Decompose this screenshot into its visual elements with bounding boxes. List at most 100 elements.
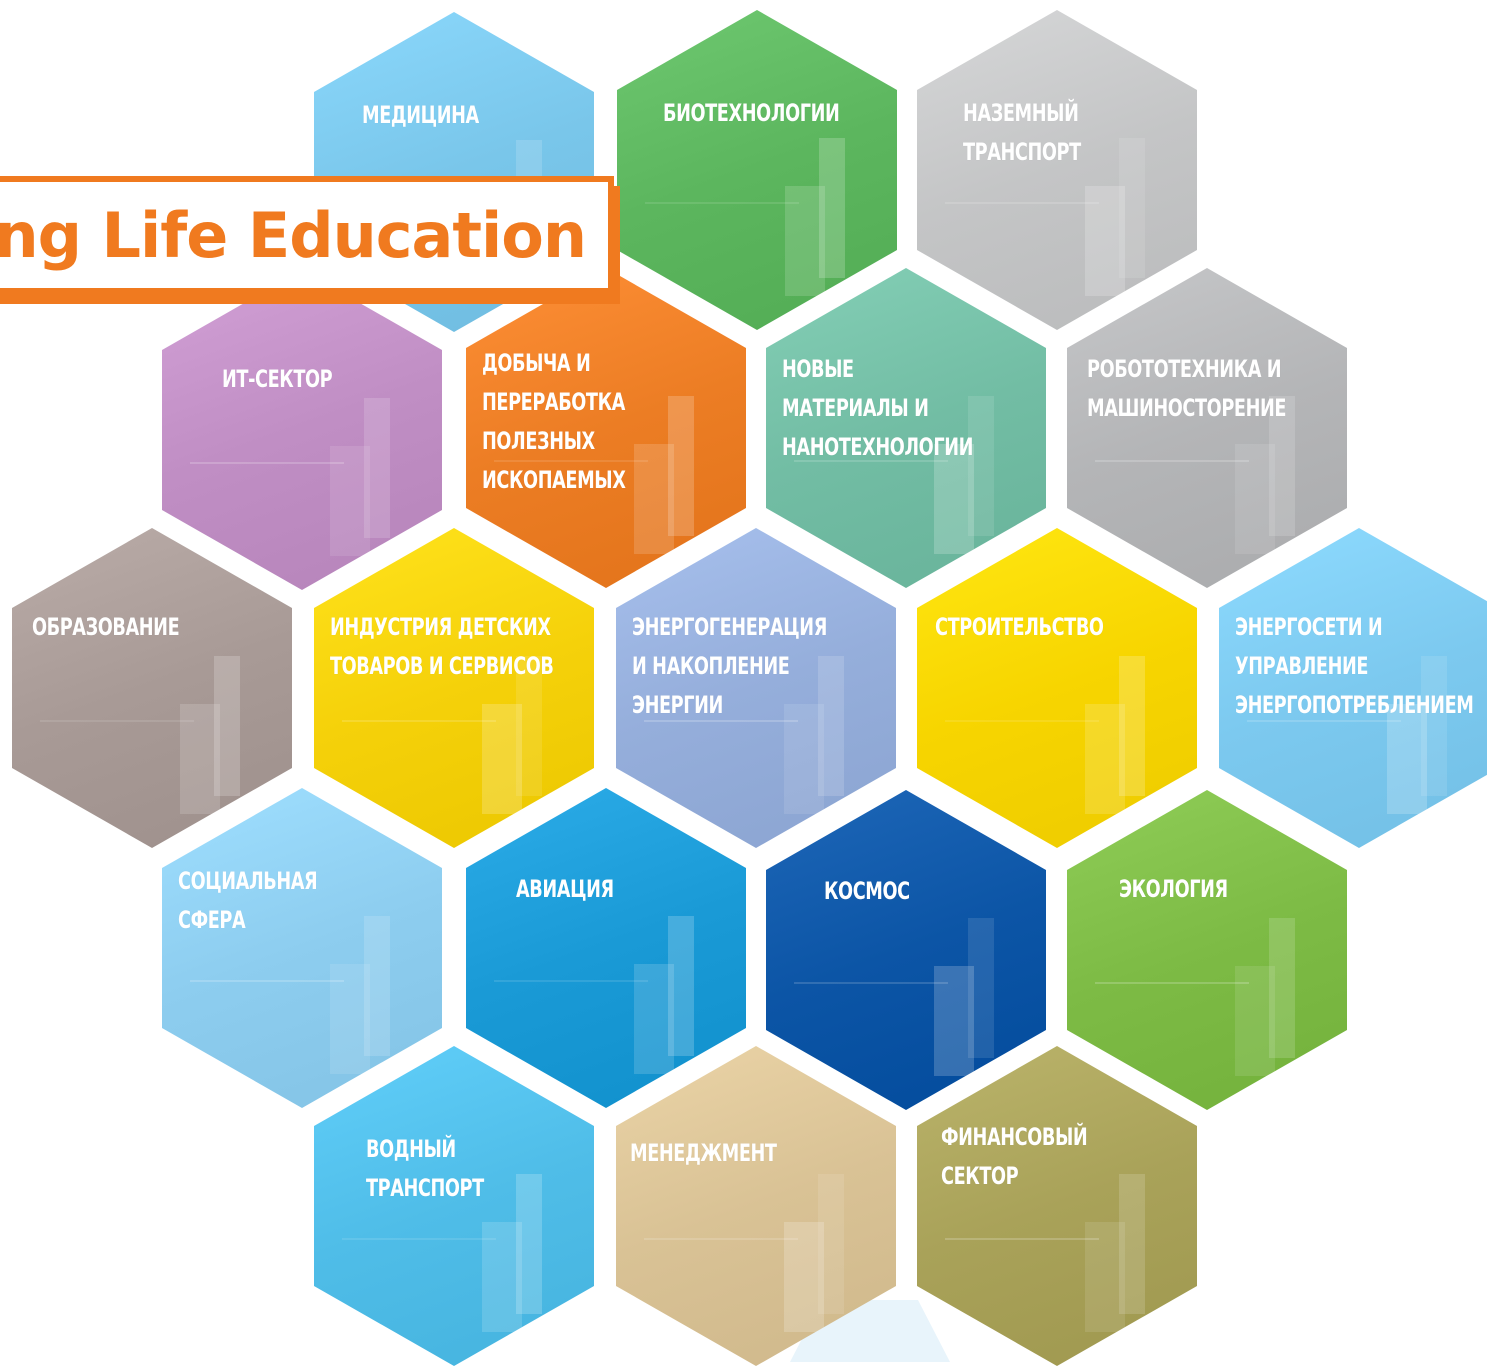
hex-decoration: [190, 462, 344, 464]
hex-label: ИТ-СЕКТОР: [222, 360, 396, 399]
hex-label: ВОДНЫЙ ТРАНСПОРТ: [366, 1130, 546, 1208]
hex-decoration: [1387, 704, 1427, 814]
hex-decoration: [945, 720, 1099, 722]
hex-decoration: [515, 1174, 542, 1314]
hex-decoration: [1118, 1174, 1145, 1314]
hex-decoration: [363, 916, 390, 1056]
hex-decoration: [1268, 918, 1295, 1058]
hex-biotech: БИОТЕХНОЛОГИИ: [617, 10, 897, 330]
hex-label: СОЦИАЛЬНАЯ СФЕРА: [178, 862, 388, 940]
hex-label-line: СЕКТОР: [941, 1162, 1019, 1190]
hex-label: ОБРАЗОВАНИЕ: [32, 608, 239, 647]
hex-label-line: РОБОТОТЕХНИКА И: [1087, 355, 1282, 383]
title-banner: ong Life Education: [0, 176, 614, 294]
hex-label-line: ФИНАНСОВЫЙ: [941, 1123, 1088, 1151]
hex-decoration: [785, 186, 825, 296]
hex-label: КОСМОС: [824, 872, 999, 911]
hex-decoration: [1235, 444, 1275, 554]
hex-decoration: [634, 444, 674, 554]
hex-label: БИОТЕХНОЛОГИИ: [663, 94, 848, 133]
hex-decoration: [1235, 966, 1275, 1076]
hex-management: МЕНЕДЖМЕНТ: [616, 1046, 896, 1366]
hex-decoration: [1095, 460, 1249, 462]
hex-label-line: ИСКОПАЕМЫХ: [482, 466, 626, 494]
hex-label-line: НАНОТЕХНОЛОГИИ: [782, 433, 974, 461]
hex-decoration: [667, 916, 694, 1056]
hex-aviation: АВИАЦИЯ: [466, 788, 746, 1108]
hex-decoration: [1247, 720, 1401, 722]
hex-label-line: МЕДИЦИНА: [362, 101, 479, 129]
banner-title: ong Life Education: [0, 199, 587, 272]
hex-decoration: [1085, 704, 1125, 814]
hex-label: АВИАЦИЯ: [516, 870, 698, 909]
hex-label-line: СФЕРА: [178, 906, 246, 934]
hex-label-line: МЕНЕДЖМЕНТ: [630, 1139, 777, 1167]
hex-education: ОБРАЗОВАНИЕ: [12, 528, 292, 848]
hex-decoration: [634, 964, 674, 1074]
hex-decoration: [644, 720, 798, 722]
hex-decoration: [1085, 1222, 1125, 1332]
hex-construction: СТРОИТЕЛЬСТВО: [917, 528, 1197, 848]
hex-label-line: ТОВАРОВ И СЕРВИСОВ: [330, 652, 554, 680]
hex-label-line: УПРАВЛЕНИЕ: [1235, 652, 1369, 680]
hex-label-line: СОЦИАЛЬНАЯ: [178, 867, 318, 895]
hex-decoration: [945, 202, 1099, 204]
hex-decoration: [1268, 396, 1295, 536]
hex-label-line: АВИАЦИЯ: [516, 875, 614, 903]
hex-decoration: [784, 704, 824, 814]
hex-decoration: [934, 966, 974, 1076]
hex-water-transport: ВОДНЫЙ ТРАНСПОРТ: [314, 1046, 594, 1366]
hex-space: КОСМОС: [766, 790, 1046, 1110]
hex-social: СОЦИАЛЬНАЯ СФЕРА: [162, 788, 442, 1108]
hex-decoration: [1118, 138, 1145, 278]
hex-label-line: ДОБЫЧА И: [482, 349, 591, 377]
hex-label: ФИНАНСОВЫЙ СЕКТОР: [941, 1118, 1144, 1196]
hex-label-line: ЭНЕРГОПОТРЕБЛЕНИЕМ: [1235, 691, 1474, 719]
hex-decoration: [967, 918, 994, 1058]
hex-decoration: [330, 446, 370, 556]
hex-decoration: [515, 656, 542, 796]
hex-decoration: [482, 1222, 522, 1332]
hex-decoration: [817, 656, 844, 796]
hex-decoration: [794, 460, 948, 462]
hex-decoration: [967, 396, 994, 536]
hex-label-line: ЭНЕРГИИ: [632, 691, 723, 719]
hex-decoration: [794, 982, 948, 984]
hex-decoration: [180, 704, 220, 814]
hex-decoration: [494, 980, 648, 982]
hex-label-line: ВОДНЫЙ: [366, 1135, 456, 1163]
hex-label: СТРОИТЕЛЬСТВО: [935, 608, 1143, 647]
hex-label-line: ТРАНСПОРТ: [366, 1174, 484, 1202]
hex-label-line: НАЗЕМНЫЙ: [963, 99, 1079, 127]
hex-label: МЕНЕДЖМЕНТ: [630, 1134, 842, 1173]
hex-label-line: ПЕРЕРАБОТКА: [482, 388, 625, 416]
hex-decoration: [213, 656, 240, 796]
hex-decoration: [494, 460, 648, 462]
hex-decoration: [818, 138, 845, 278]
hex-finance: ФИНАНСОВЫЙ СЕКТОР: [917, 1046, 1197, 1366]
hex-ecology: ЭКОЛОГИЯ: [1067, 790, 1347, 1110]
hex-decoration: [482, 704, 522, 814]
hex-label: ЭКОЛОГИЯ: [1119, 870, 1299, 909]
hex-decoration: [784, 1222, 824, 1332]
hex-decoration: [1118, 656, 1145, 796]
hex-decoration: [817, 1174, 844, 1314]
hex-decoration: [330, 964, 370, 1074]
hex-label-line: ИТ-СЕКТОР: [222, 365, 333, 393]
hex-decoration: [342, 720, 496, 722]
hex-label-line: БИОТЕХНОЛОГИИ: [663, 99, 840, 127]
hex-label-line: ЭНЕРГОСЕТИ И: [1235, 613, 1383, 641]
hex-label-line: ЭКОЛОГИЯ: [1119, 875, 1228, 903]
hex-label-line: КОСМОС: [824, 877, 910, 905]
hex-energy-grids: ЭНЕРГОСЕТИ И УПРАВЛЕНИЕ ЭНЕРГОПОТРЕБЛЕНИЕМ: [1219, 528, 1487, 848]
hex-label: МЕДИЦИНА: [362, 96, 546, 135]
